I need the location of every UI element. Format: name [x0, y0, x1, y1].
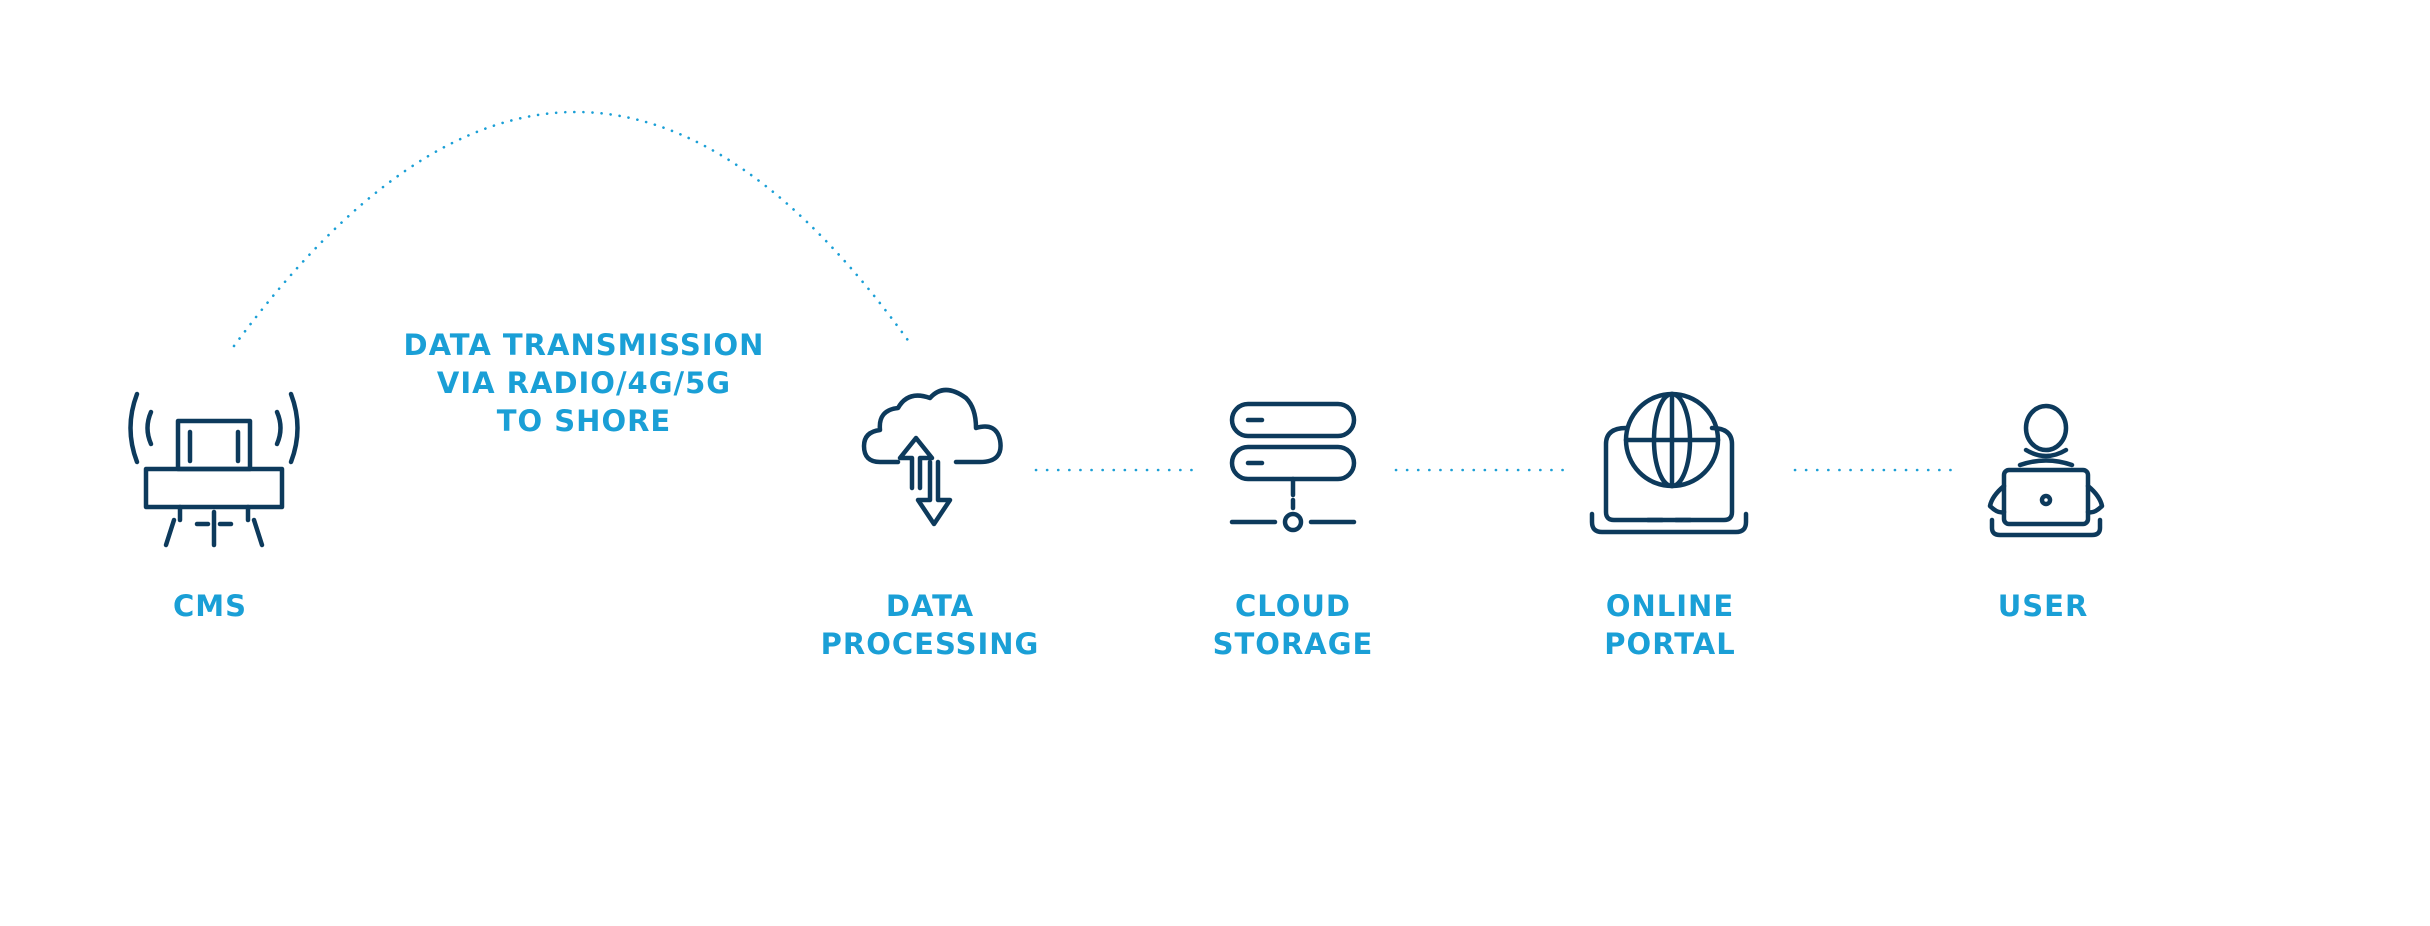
cms-label: CMS [173, 589, 247, 623]
user-laptop-icon [1987, 403, 2105, 538]
cloud-storage-label-line-2: STORAGE [1213, 627, 1374, 661]
transmission-label-line-2: VIA RADIO/4G/5G [437, 366, 731, 400]
laptop-globe-icon [1589, 391, 1749, 535]
cms-buoy-icon [128, 391, 300, 548]
data-processing-label-line-2: PROCESSING [821, 627, 1040, 661]
transmission-label-line-3: TO SHORE [497, 404, 671, 438]
transmission-arc [232, 110, 914, 348]
online-portal-label-line-1: ONLINE [1606, 589, 1734, 623]
transmission-label-line-1: DATA TRANSMISSION [404, 328, 765, 362]
user-label: USER [1998, 589, 2089, 623]
server-icon [1229, 401, 1357, 533]
cloud-storage-label-line-1: CLOUD [1235, 589, 1351, 623]
cloud-sync-icon [861, 387, 1003, 527]
online-portal-label-line-2: PORTAL [1604, 627, 1735, 661]
data-processing-label-line-1: DATA [886, 589, 974, 623]
